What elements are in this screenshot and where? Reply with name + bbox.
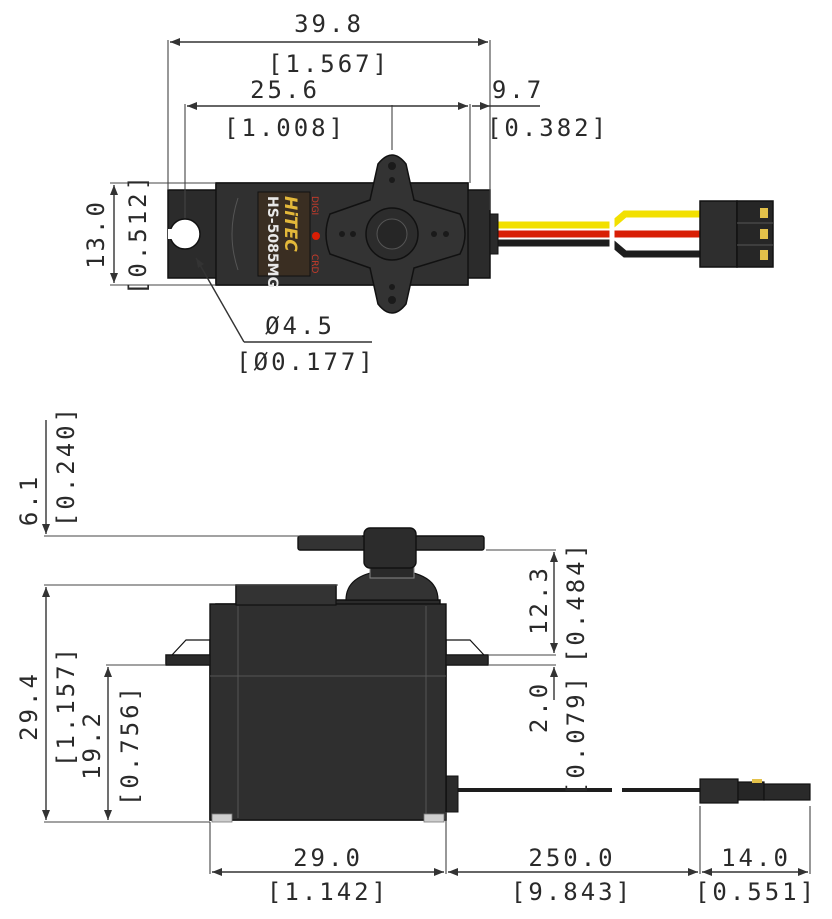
dim-width-mm: 13.0 — [82, 199, 110, 269]
dim-connector-length-mm: 14.0 — [721, 844, 791, 872]
dim-total-height: 29.4 [1.157] — [15, 587, 210, 823]
dim-body-length-mm: 29.0 — [293, 844, 363, 872]
dim-horn-height-inch: [0.240] — [52, 405, 80, 527]
case-label: HS-5085MG HiTEC DIGI CRD — [257, 191, 320, 288]
dim-mount-spacing-inch: [1.008] — [224, 114, 346, 142]
dim-connector-length-inch: [0.551] — [695, 878, 817, 906]
servo-wire-bundle-top — [490, 210, 700, 258]
dim-overall-length-mm: 39.8 — [294, 10, 364, 38]
dim-mount-spacing-mm: 25.6 — [250, 76, 320, 104]
servo-connector-top — [699, 200, 774, 268]
dim-wire-length: 250.0 [9.843] — [448, 806, 701, 906]
servo-wire-side — [445, 775, 700, 813]
dim-connector-length: 14.0 [0.551] — [695, 806, 817, 906]
dim-shaft-height: 12.3 [0.484] — [486, 541, 590, 663]
dim-flange-height: 19.2 [0.756] — [78, 664, 166, 820]
servo-horn-top — [325, 105, 466, 314]
label-tag-crd: CRD — [309, 254, 319, 274]
status-dot — [312, 232, 320, 240]
label-tag-digi: DIGI — [309, 196, 319, 215]
dim-overall-length-inch: [1.567] — [268, 50, 390, 78]
dim-body-length: 29.0 [1.142] — [209, 812, 447, 906]
dim-horn-height: 6.1 [0.240] — [15, 405, 362, 586]
dim-wire-length-inch: [9.843] — [511, 878, 633, 906]
label-brand: HiTEC — [280, 196, 300, 252]
dim-flange-thickness-inch: [0.079] — [562, 674, 590, 796]
dim-hole-diameter-inch: [Ø0.177] — [236, 348, 376, 376]
dim-horn-height-mm: 6.1 — [15, 474, 43, 526]
dim-flange-height-mm: 19.2 — [78, 710, 106, 780]
dim-flange-thickness: 2.0 [0.079] — [488, 664, 590, 796]
dim-total-height-inch: [1.157] — [52, 645, 80, 767]
dim-hole-diameter-mm: Ø4.5 — [265, 312, 335, 340]
dim-output-offset: 9.7 [0.382] — [472, 76, 609, 142]
servo-horn-side — [297, 527, 485, 569]
dim-overall-length: 39.8 [1.567] — [167, 10, 491, 210]
dim-hole-diameter: Ø4.5 [Ø0.177] — [195, 257, 376, 376]
servo-case-side — [165, 565, 489, 823]
side-view: 6.1 [0.240] 29.4 [1.157] 19.2 [0.756] 12… — [15, 405, 817, 906]
dim-width-inch: [0.512] — [124, 173, 152, 295]
dim-mount-spacing: 25.6 [1.008] — [184, 76, 471, 218]
dim-wire-length-mm: 250.0 — [528, 844, 615, 872]
dim-width: 13.0 [0.512] — [82, 173, 215, 295]
dim-shaft-height-inch: [0.484] — [562, 541, 590, 663]
dim-total-height-mm: 29.4 — [15, 671, 43, 741]
dim-output-offset-mm: 9.7 — [492, 76, 544, 104]
dim-shaft-height-mm: 12.3 — [525, 565, 553, 635]
dim-body-length-inch: [1.142] — [267, 878, 389, 906]
servo-connector-side — [699, 778, 811, 804]
dim-flange-thickness-mm: 2.0 — [525, 681, 553, 733]
dim-output-offset-inch: [0.382] — [487, 114, 609, 142]
label-model: HS-5085MG — [264, 196, 280, 288]
top-view: HS-5085MG HiTEC DIGI CRD — [82, 10, 774, 376]
dim-flange-height-inch: [0.756] — [116, 684, 144, 806]
